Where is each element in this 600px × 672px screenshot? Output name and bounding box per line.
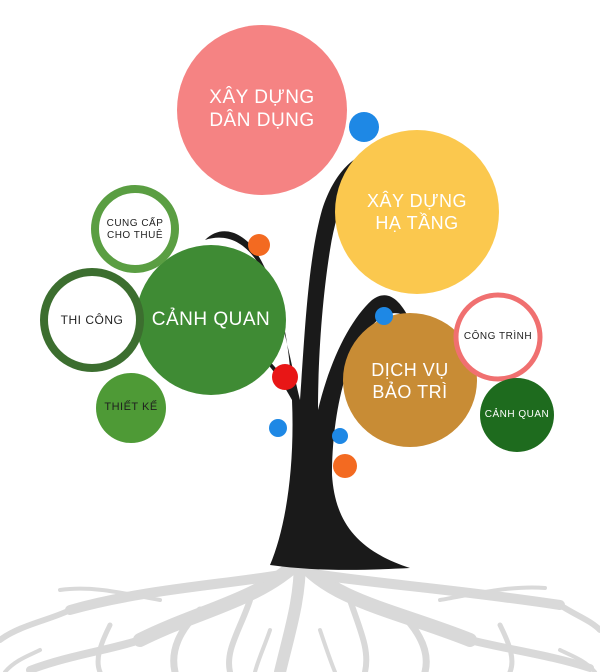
thi-cong-ring <box>40 268 144 372</box>
cong-trinh-ring <box>453 292 543 382</box>
orange-dot <box>248 234 270 256</box>
canh-quan-small-circle <box>480 378 554 452</box>
label-thiet-ke: THIẾT KẾ <box>104 401 158 414</box>
label-canh-quan-small: CẢNH QUAN <box>484 409 550 420</box>
xay-dung-ha-tang-circle <box>335 130 499 294</box>
blue-dot <box>375 307 393 325</box>
roots <box>0 553 600 672</box>
blue-dot <box>269 419 287 437</box>
canh-quan-main-circle <box>136 245 286 395</box>
label-canh-quan-main: CẢNH QUAN <box>151 308 271 330</box>
orange-dot <box>333 454 357 478</box>
blue-dot <box>349 112 379 142</box>
dich-vu-bao-tri-circle <box>343 313 477 447</box>
xay-dung-dan-dung-circle <box>177 25 347 195</box>
red-dot <box>272 364 298 390</box>
label-cung-cap-cho-thue: CUNG CẤP CHO THUÊ <box>106 218 164 241</box>
label-xay-dung-ha-tang: XÂY DỰNG HẠ TẦNG <box>366 191 468 233</box>
label-cong-trinh: CÔNG TRÌNH <box>463 331 533 342</box>
label-xay-dung-dan-dung: XÂY DỰNG DÂN DỤNG <box>209 87 315 131</box>
blue-dot <box>332 428 348 444</box>
thiet-ke-circle <box>96 373 166 443</box>
label-dich-vu-bao-tri: DỊCH VỤ BẢO TRÌ <box>371 360 449 402</box>
label-thi-cong: THI CÔNG <box>60 312 124 327</box>
cung-cap-cho-thue-ring <box>91 185 179 273</box>
